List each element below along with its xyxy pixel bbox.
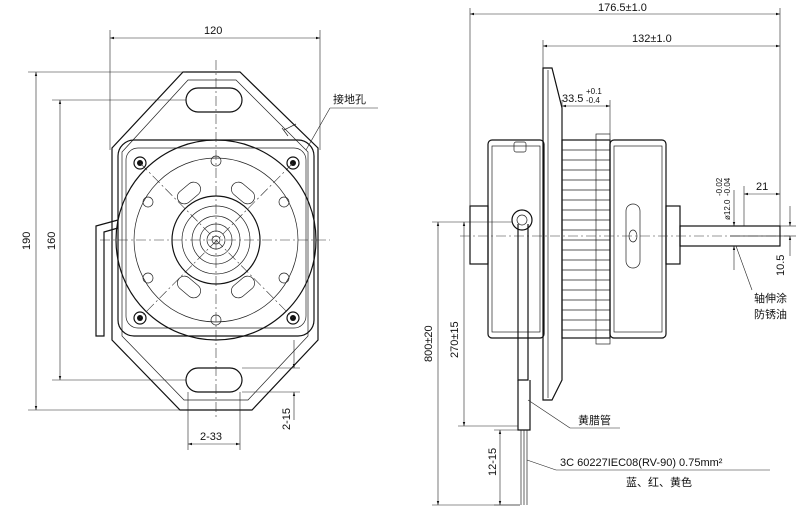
dim-slot-width-label: 2-33 (200, 431, 222, 443)
ground-hole-label: 接地孔 (333, 93, 366, 106)
lead-wire-bracket (95, 219, 119, 337)
side-view (432, 8, 796, 506)
rear-housing (487, 139, 545, 339)
wire-colors-label: 蓝、红、黄色 (626, 475, 692, 489)
dim-sleeve-length-label: 270±15 (449, 321, 461, 358)
mounting-plate (111, 71, 319, 411)
dim-160-label: 160 (46, 232, 58, 250)
sleeve-label: 黄腊管 (578, 413, 611, 427)
dim-190-label: 190 (21, 232, 33, 250)
dim-shaft-tol-upper: -0.02 (715, 177, 724, 196)
mounting-flange (542, 67, 563, 401)
rear-boss (469, 205, 489, 265)
dim-total-length-label: 176.5±1.0 (598, 2, 647, 14)
dim-shaft-flat-label: 21 (756, 181, 768, 193)
cable-spec-label: 3C 60227IEC08(RV-90) 0.75mm² (560, 457, 723, 469)
lead-wire-sleeve (517, 224, 529, 381)
top-slot (185, 87, 243, 113)
dim-shaft-dia-label: ø12.0 (723, 199, 732, 220)
dim-stack-label: 33.5 (562, 93, 583, 105)
dim-lead-length-label: 800±20 (423, 325, 435, 362)
lead-wire-cable (517, 380, 531, 431)
dim-shaft-tol-lower: -0.04 (723, 177, 732, 196)
dim-shaft-flat-depth-label: 10.5 (775, 255, 787, 276)
dim-stack-tol-lower: -0.4 (586, 96, 600, 105)
dim-strip-length-label: 12-15 (487, 448, 499, 476)
bottom-slot (185, 367, 243, 393)
dim-slot-height-label: 2-15 (281, 408, 293, 430)
dim-flange-end-label: 132±1.0 (632, 33, 672, 45)
dim-stack-tol-upper: +0.1 (586, 87, 602, 96)
shaft-note-line2: 防锈油 (754, 307, 787, 321)
front-housing (609, 139, 667, 339)
dim-120-label: 120 (204, 25, 222, 37)
front-view (28, 30, 378, 450)
shaft-note-line1: 轴伸涂 (754, 291, 787, 305)
front-boss (665, 205, 681, 265)
